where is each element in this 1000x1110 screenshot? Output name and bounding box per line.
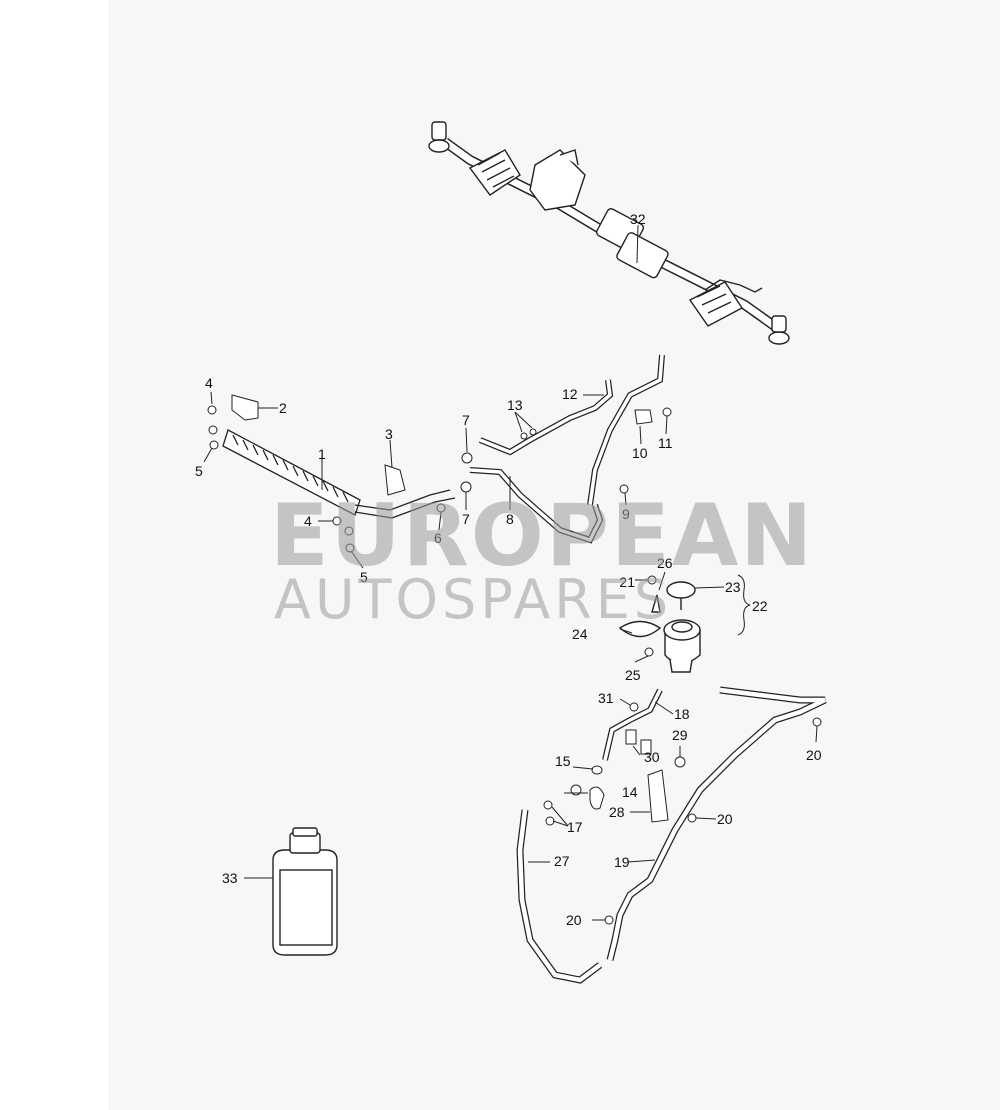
callout-9: 9 — [622, 506, 630, 522]
callout-4-top: 4 — [205, 375, 213, 391]
watermark: EUROPEAN AUTOSPARES — [270, 486, 814, 631]
callout-13: 13 — [507, 397, 523, 413]
pressure-line[interactable] — [588, 354, 664, 506]
callout-25: 25 — [625, 667, 641, 683]
callout-7-top: 7 — [462, 412, 470, 428]
callout-31: 31 — [598, 690, 614, 706]
callout-22: 22 — [752, 598, 768, 614]
return-hose-27[interactable] — [517, 809, 602, 983]
callout-labels: 4 2 3 1 5 4 5 6 7 7 8 9 10 11 12 13 21 2… — [195, 211, 822, 928]
hydraulic-fluid-bottle[interactable] — [272, 827, 338, 956]
callout-18: 18 — [674, 706, 690, 722]
brace-22 — [737, 574, 751, 636]
callout-26: 26 — [657, 555, 673, 571]
callout-30: 30 — [644, 749, 660, 765]
callout-20-right: 20 — [806, 747, 822, 763]
callout-12: 12 — [562, 386, 578, 402]
clamp-15[interactable] — [591, 765, 603, 775]
callout-32: 32 — [630, 211, 646, 227]
bracket-2[interactable] — [231, 394, 259, 421]
callout-3: 3 — [385, 426, 393, 442]
callout-19: 19 — [614, 854, 630, 870]
callout-7-bottom: 7 — [462, 511, 470, 527]
callout-33: 33 — [222, 870, 238, 886]
bracket-3[interactable] — [384, 464, 406, 496]
callout-5-left: 5 — [195, 463, 203, 479]
callout-20-bottom: 20 — [566, 912, 582, 928]
callout-2: 2 — [279, 400, 287, 416]
callout-1: 1 — [318, 446, 326, 462]
callout-21: 21 — [619, 574, 635, 590]
callout-6: 6 — [434, 530, 442, 546]
fasteners — [207, 405, 822, 925]
callout-24: 24 — [572, 626, 588, 642]
hose-12[interactable] — [479, 379, 612, 454]
callout-15: 15 — [555, 753, 571, 769]
pressure-hose-19[interactable] — [607, 687, 826, 961]
callout-5-bottom: 5 — [360, 569, 368, 585]
callout-8: 8 — [506, 511, 514, 527]
oil-cooler[interactable] — [222, 429, 456, 519]
callout-4-bottom: 4 — [304, 513, 312, 529]
callout-10: 10 — [632, 445, 648, 461]
callout-27: 27 — [554, 853, 570, 869]
watermark-line1: EUROPEAN — [270, 486, 814, 586]
leader-lines — [203, 224, 818, 921]
clip-10[interactable] — [634, 409, 653, 425]
callout-11: 11 — [658, 435, 673, 451]
suction-hose-18[interactable] — [603, 689, 662, 761]
callout-29: 29 — [672, 727, 688, 743]
fluid-reservoir[interactable] — [618, 581, 701, 673]
callout-14: 14 — [622, 784, 638, 800]
callout-23: 23 — [725, 579, 741, 595]
hose-section-14[interactable] — [589, 786, 605, 810]
callout-17: 17 — [567, 819, 583, 835]
callout-20-mid: 20 — [717, 811, 733, 827]
callout-28: 28 — [609, 804, 625, 820]
steering-rack[interactable] — [428, 121, 790, 345]
watermark-line2: AUTOSPARES — [274, 568, 672, 631]
bracket-28[interactable] — [647, 769, 669, 823]
